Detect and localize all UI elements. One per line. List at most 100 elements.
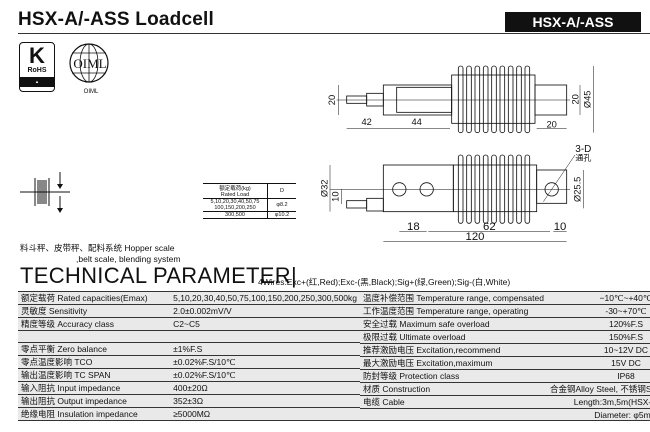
parameter-name: 灵敏度 Sensitivity — [18, 304, 171, 318]
parameter-row: 温度补偿范围 Temperature range, compensated−10… — [360, 291, 650, 305]
dim-label: 120 — [466, 231, 485, 243]
parameter-value: ±0.02%F.S/10℃ — [170, 368, 360, 383]
dim-label: 20 — [570, 94, 580, 104]
dim-label: Ø25.5 — [573, 177, 583, 202]
dim-label: Ø32 — [319, 180, 329, 198]
d-cell: φ10.2 — [267, 211, 296, 219]
parameter-row: 输出温度影响 TC SPAN±0.02%F.S/10℃ — [18, 368, 360, 383]
parameter-row: 绝缘电阻 Insulation impedance≥5000MΩ — [18, 407, 360, 422]
parameter-value: -30~+70℃ — [546, 304, 650, 318]
rohs-footer: ▲ — [20, 77, 54, 87]
parameter-name: 推荐激励电压 Excitation,recommend — [360, 343, 547, 357]
oiml-logo: OIML OIML — [66, 42, 116, 95]
parameter-value: 合金钢Alloy Steel, 不锈钢Stainless Steel — [546, 382, 650, 396]
parameter-row: Diameter: φ5mm — [360, 408, 650, 422]
rohs-text: RoHS — [27, 67, 47, 74]
parameter-row — [18, 330, 360, 344]
rated-load-cell: 300,500 — [203, 211, 268, 219]
parameter-value: 10~12V DC — [546, 343, 650, 357]
title-divider — [18, 33, 650, 34]
parameter-name: 电缆 Cable — [360, 395, 547, 409]
dim-label: Ø45 — [583, 91, 593, 109]
dim-label: 10 — [330, 191, 340, 201]
parameter-value: Diameter: φ5mm — [546, 408, 650, 422]
parameter-value: ≥5000MΩ — [170, 407, 360, 422]
rated-load-header-cn: 额定载荷(kg) — [219, 186, 251, 192]
rated-load-header: Rated Load — [220, 192, 250, 198]
dim-label: 20 — [546, 119, 556, 129]
parameter-value: 150%F.S — [546, 330, 650, 344]
d-header: D — [267, 183, 296, 199]
parameter-name: 绝缘电阻 Insulation impedance — [18, 407, 171, 422]
page-title: HSX-A/-ASS Loadcell — [18, 9, 214, 30]
dim-label: 44 — [411, 117, 421, 127]
parameter-name: 输出温度影响 TC SPAN — [18, 368, 171, 383]
parameter-row: 额定载荷 Rated capacities(Emax)5,10,20,30,40… — [18, 291, 360, 305]
parameter-name: 输入阻抗 Input impedance — [18, 381, 171, 396]
d-cell: φ8.2 — [267, 198, 296, 212]
parameter-name: 材质 Construction — [360, 382, 547, 396]
parameter-name: 安全过载 Maximum safe overload — [360, 317, 547, 331]
parameter-value: 2.0±0.002mV/V — [170, 304, 360, 318]
parameter-value: 5,10,20,30,40,50,75,100,150,200,250,300,… — [170, 291, 360, 305]
parameter-value — [170, 330, 360, 344]
parameter-table-right: 温度补偿范围 Temperature range, compensated−10… — [360, 291, 650, 422]
dim-label: 20 — [327, 95, 337, 105]
parameter-name: 零点平衡 Zero balance — [18, 342, 171, 357]
dimension-drawing: 20 42 44 20 20 Ø45 Ø32 10 18 62 10 120 Ø… — [319, 65, 594, 243]
rated-load-table: 额定载荷(kg)Rated Load D 5,10,20,30,40,50,75 … — [203, 183, 296, 219]
parameter-row: 工作温度范围 Temperature range, operating-30~+… — [360, 304, 650, 318]
parameter-row: 零点平衡 Zero balance±1%F.S — [18, 342, 360, 357]
parameter-value: 352±3Ω — [170, 394, 360, 409]
parameter-row: 零点温度影响 TCO±0.02%F.S/10℃ — [18, 355, 360, 370]
parameter-name: 精度等级 Accuracy class — [18, 317, 171, 331]
hole-label-cn: 通孔 — [575, 153, 591, 163]
parameter-name: 最大激励电压 Excitation,maximum — [360, 356, 547, 370]
applications-line2: ,belt scale, blending system — [76, 254, 181, 264]
parameter-value: 15V DC — [546, 356, 650, 370]
parameter-value: ±0.02%F.S/10℃ — [170, 355, 360, 370]
parameter-name: 额定载荷 Rated capacities(Emax) — [18, 291, 171, 305]
parameter-name: 输出阻抗 Output impedance — [18, 394, 171, 409]
parameter-table-left: 额定载荷 Rated capacities(Emax)5,10,20,30,40… — [18, 291, 360, 422]
wiring-note: 4Wires:Exc+(红,Red);Exc-(黑,Black);Sig+(绿,… — [258, 277, 511, 287]
oiml-label: OIML — [83, 89, 99, 95]
parameter-name: 工作温度范围 Temperature range, operating — [360, 304, 547, 318]
parameter-name: 零点温度影响 TCO — [18, 355, 171, 370]
oiml-mark: OIML — [73, 56, 106, 71]
parameter-value: 120%F.S — [546, 317, 650, 331]
rated-load-cell: 5,10,20,30,40,50,75 100,150,200,250 — [203, 198, 268, 212]
parameter-value: C2~C5 — [170, 317, 360, 331]
parameter-value: −10℃~+40℃ — [546, 291, 650, 305]
model-badge: HSX-A/-ASS — [505, 12, 641, 32]
parameter-name: 极限过载 Ultimate overload — [360, 330, 547, 344]
parameter-value: Length:3m,5m(HSX-A20kg) — [546, 395, 650, 409]
dim-label: 18 — [407, 221, 420, 233]
parameter-name: 防封等级 Protection class — [360, 369, 547, 383]
parameter-value: ±1%F.S — [170, 342, 360, 357]
parameter-name: 温度补偿范围 Temperature range, compensated — [360, 291, 547, 305]
dim-label: 62 — [483, 221, 496, 233]
parameter-value: IP68 — [546, 369, 650, 383]
parameter-value: 400±20Ω — [170, 381, 360, 396]
globe-icon: OIML — [69, 43, 109, 83]
hole-label: 3-D — [575, 144, 591, 155]
rohs-logo: K RoHS ▲ — [19, 42, 55, 92]
technical-heading: TECHNICAL PARAMETER| — [20, 263, 297, 288]
dim-label: 10 — [554, 221, 567, 233]
applications-line1: 料斗秤、皮带秤、配料系统 Hopper scale — [20, 243, 175, 253]
load-direction-icon — [20, 172, 70, 213]
rohs-k: K — [29, 43, 45, 68]
parameter-name — [18, 330, 171, 344]
